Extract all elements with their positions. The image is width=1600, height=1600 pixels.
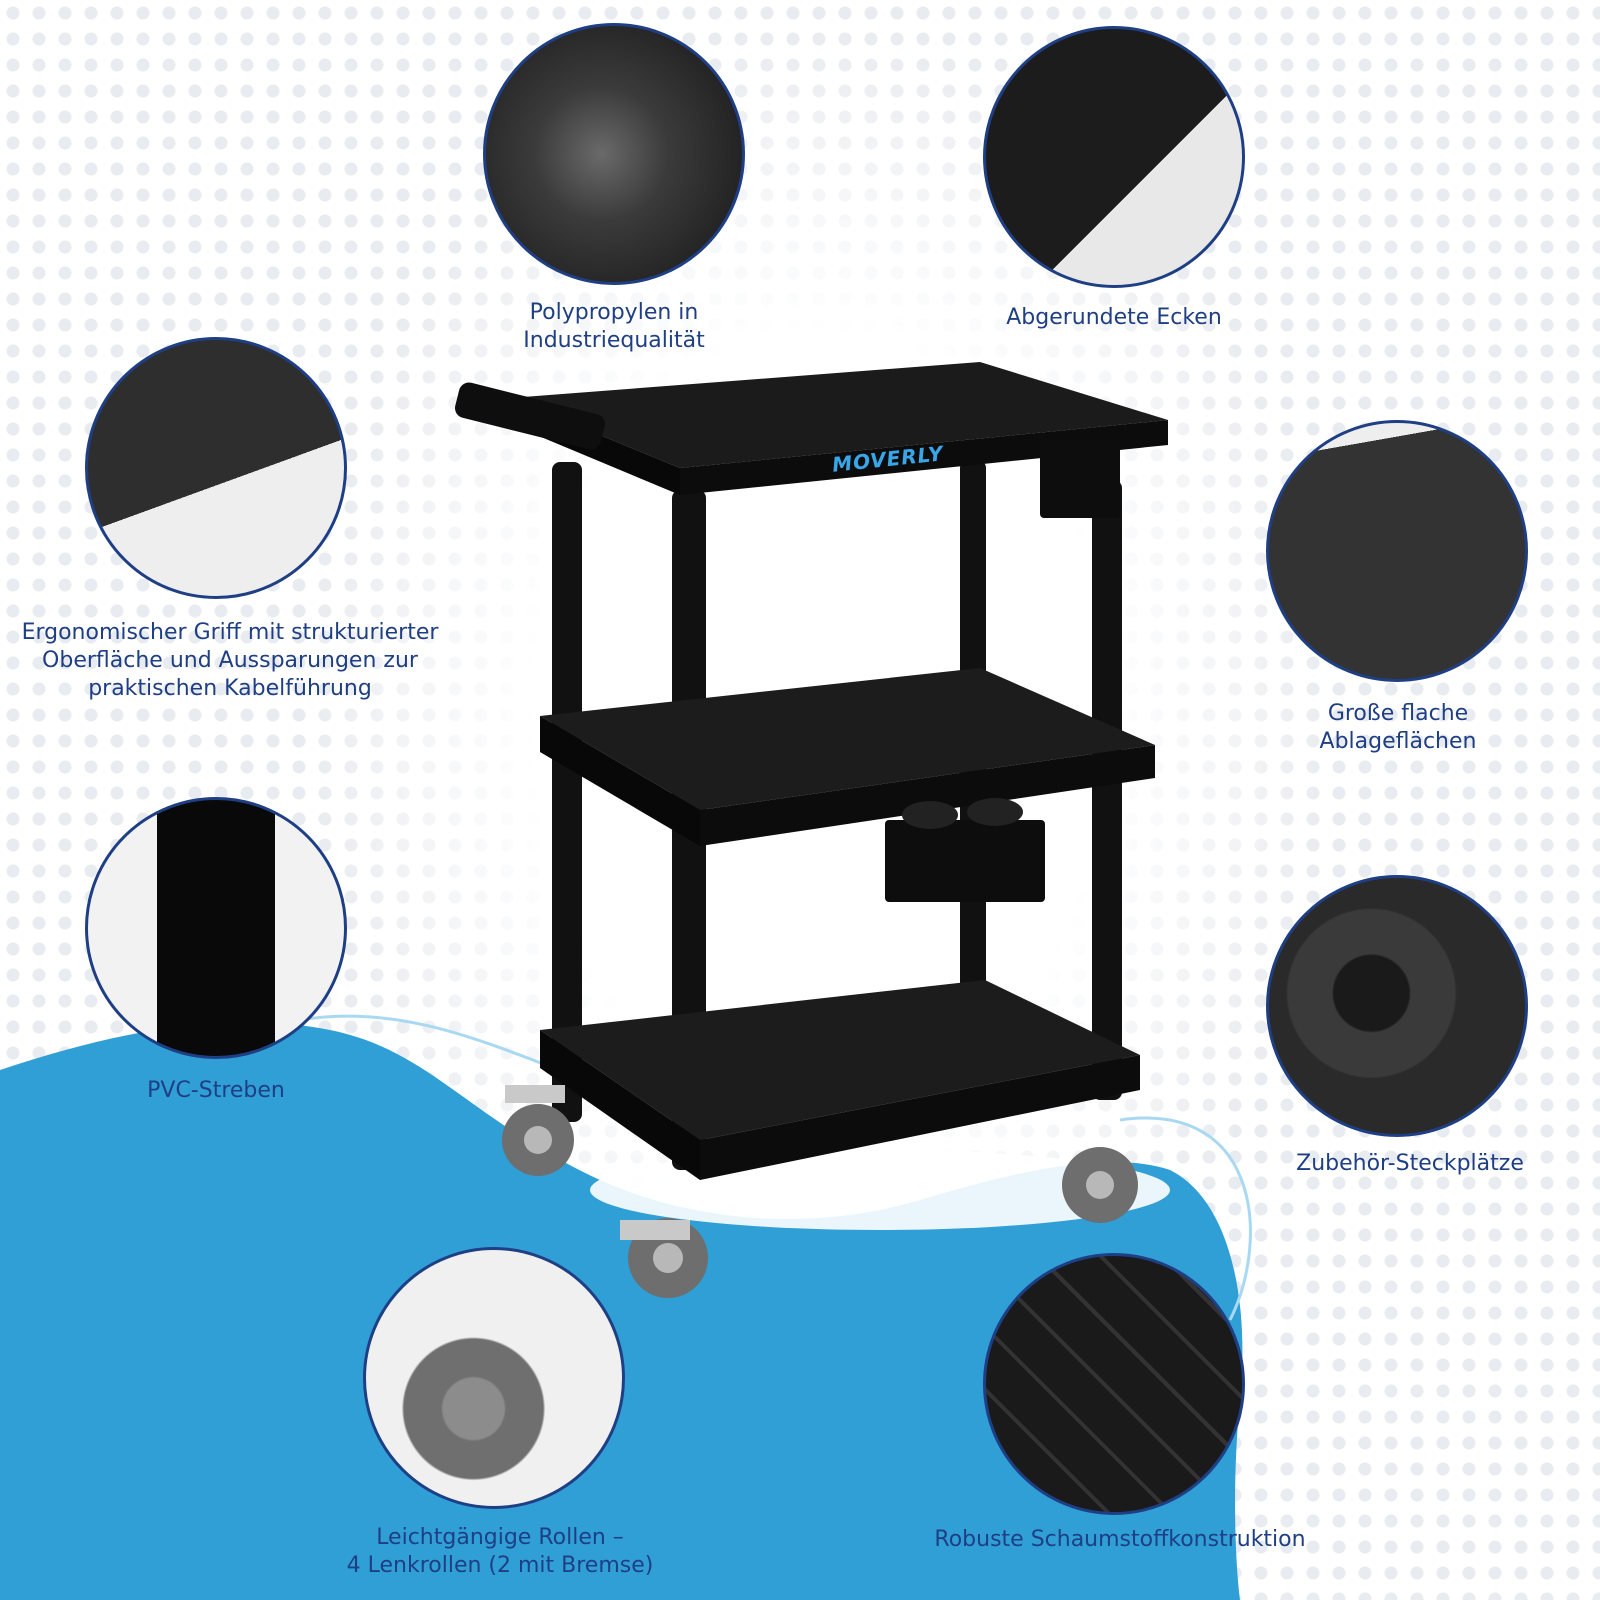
slots-detail-image: [1266, 875, 1528, 1137]
handle-detail-image: [85, 337, 347, 599]
struts-label: PVC-Streben: [147, 1078, 285, 1103]
foam-label: Robuste Schaumstoffkonstruktion: [934, 1527, 1306, 1552]
material-detail-image: [483, 23, 745, 285]
cart: [454, 362, 1168, 1180]
wheels-label: Leichtgängige Rollen –4 Lenkrollen (2 mi…: [346, 1525, 654, 1578]
slots-label: Zubehör-Steckplätze: [1296, 1151, 1524, 1176]
corners-label: Abgerundete Ecken: [1006, 305, 1222, 330]
foam-detail-image: [983, 1253, 1245, 1515]
struts-detail-image: [85, 797, 347, 1059]
blue-wave: [0, 1022, 1243, 1600]
cart-wheels: [502, 1085, 1138, 1298]
wheels-detail-image: [363, 1247, 625, 1509]
surfaces-detail-image: [1266, 420, 1528, 682]
corners-detail-image: [983, 26, 1245, 288]
